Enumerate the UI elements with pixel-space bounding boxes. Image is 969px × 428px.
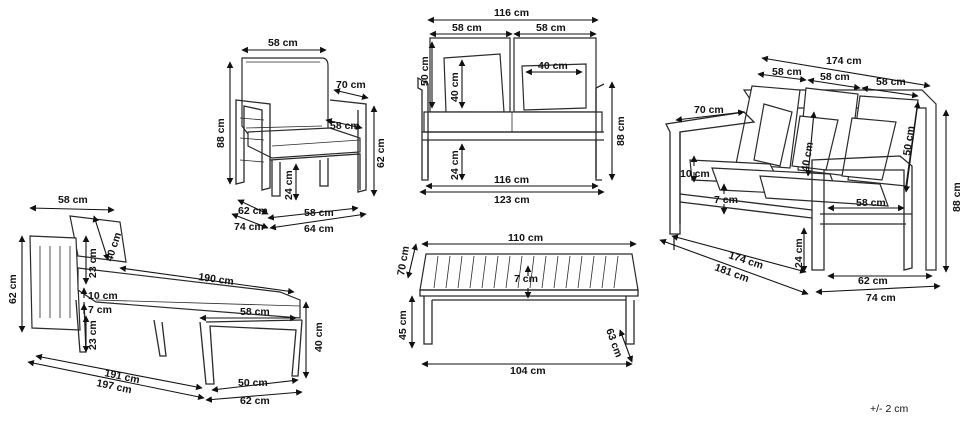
lounger-width: 58 cm xyxy=(58,194,88,206)
sofa-gap: 7 cm xyxy=(714,194,738,206)
loveseat-height: 88 cm xyxy=(615,116,627,146)
lounger-gap: 7 cm xyxy=(88,304,112,316)
armchair-dimensions: 58 cm 70 cm 88 cm 58 cm 62 cm 24 cm 58 c… xyxy=(215,37,387,235)
loveseat-outer-width: 123 cm xyxy=(494,194,530,206)
table-height: 45 cm xyxy=(397,310,409,340)
sofa-pillow: 40 cm xyxy=(799,141,816,172)
sofa-cushion-3: 58 cm xyxy=(876,76,906,88)
table-leg-span: 104 cm xyxy=(510,365,546,377)
sofa-cushion-1: 58 cm xyxy=(772,66,802,78)
armchair-width: 64 cm xyxy=(304,223,334,235)
lounger-drawing xyxy=(29,215,303,385)
lounger-back-upper: 23 cm xyxy=(87,248,99,278)
loveseat-dimensions: 116 cm 58 cm 58 cm 50 cm 40 cm 40 cm 88 … xyxy=(419,7,627,206)
loveseat-back-height: 50 cm xyxy=(419,56,431,86)
sofa-height: 88 cm xyxy=(951,182,963,212)
sofa-depth-inner: 62 cm xyxy=(858,275,888,287)
lounger-length-top: 190 cm xyxy=(198,271,235,288)
loveseat-pillow-width: 40 cm xyxy=(538,60,568,72)
sofa-arm-length: 70 cm xyxy=(694,104,724,116)
armchair-front-width: 58 cm xyxy=(304,207,334,219)
loveseat-drawing xyxy=(417,37,605,181)
armchair-arm-depth: 70 cm xyxy=(336,79,366,91)
table-width: 70 cm xyxy=(395,245,412,276)
loveseat-inner-width: 116 cm xyxy=(494,174,529,186)
sofa-cushion-2: 58 cm xyxy=(820,71,850,83)
sofa-seat-cushion-height: 10 cm xyxy=(680,168,710,180)
lounger-back-lower: 23 cm xyxy=(87,320,99,350)
lounger-mattress-width: 58 cm xyxy=(240,306,270,318)
armchair-seat-depth: 58 cm xyxy=(330,120,360,132)
armchair-seat-height: 24 cm xyxy=(283,170,295,200)
lounger-outer-width: 62 cm xyxy=(240,395,270,407)
loveseat-seat-height: 24 cm xyxy=(449,150,461,180)
sofa-depth-outer: 74 cm xyxy=(866,292,896,304)
table-drawing xyxy=(419,253,639,345)
table-leg-depth: 63 cm xyxy=(603,327,624,359)
sofa-total-width: 174 cm xyxy=(826,55,862,67)
sofa-back-height: 50 cm xyxy=(901,125,917,156)
lounger-leg-width: 50 cm xyxy=(238,377,268,389)
armchair-height: 88 cm xyxy=(215,118,227,148)
tolerance-note: +/- 2 cm xyxy=(870,403,908,415)
loveseat-cushion-right: 58 cm xyxy=(536,22,566,34)
armchair-depth: 74 cm xyxy=(234,221,264,233)
lounger-dimensions: 58 cm 40 cm 62 cm 23 cm 190 cm 10 cm 7 c… xyxy=(7,194,325,407)
table-dimensions: 110 cm 70 cm 7 cm 45 cm 63 cm 104 cm xyxy=(395,232,637,377)
sofa-seat-height: 24 cm xyxy=(793,238,805,268)
armchair-leg-depth: 62 cm xyxy=(238,205,268,217)
table-gap: 7 cm xyxy=(514,273,538,285)
loveseat-total-width: 116 cm xyxy=(494,7,529,19)
loveseat-back-cushion-height: 40 cm xyxy=(449,72,461,102)
armchair-top-width: 58 cm xyxy=(268,37,298,49)
armchair-side-height: 62 cm xyxy=(375,138,387,168)
armchair-drawing xyxy=(235,57,367,197)
lounger-cushion: 10 cm xyxy=(88,290,118,302)
lounger-front-height: 40 cm xyxy=(313,322,325,352)
lounger-height: 62 cm xyxy=(7,274,19,304)
loveseat-cushion-left: 58 cm xyxy=(452,22,482,34)
sofa-seat-width: 58 cm xyxy=(856,197,886,209)
table-length: 110 cm xyxy=(508,232,543,244)
